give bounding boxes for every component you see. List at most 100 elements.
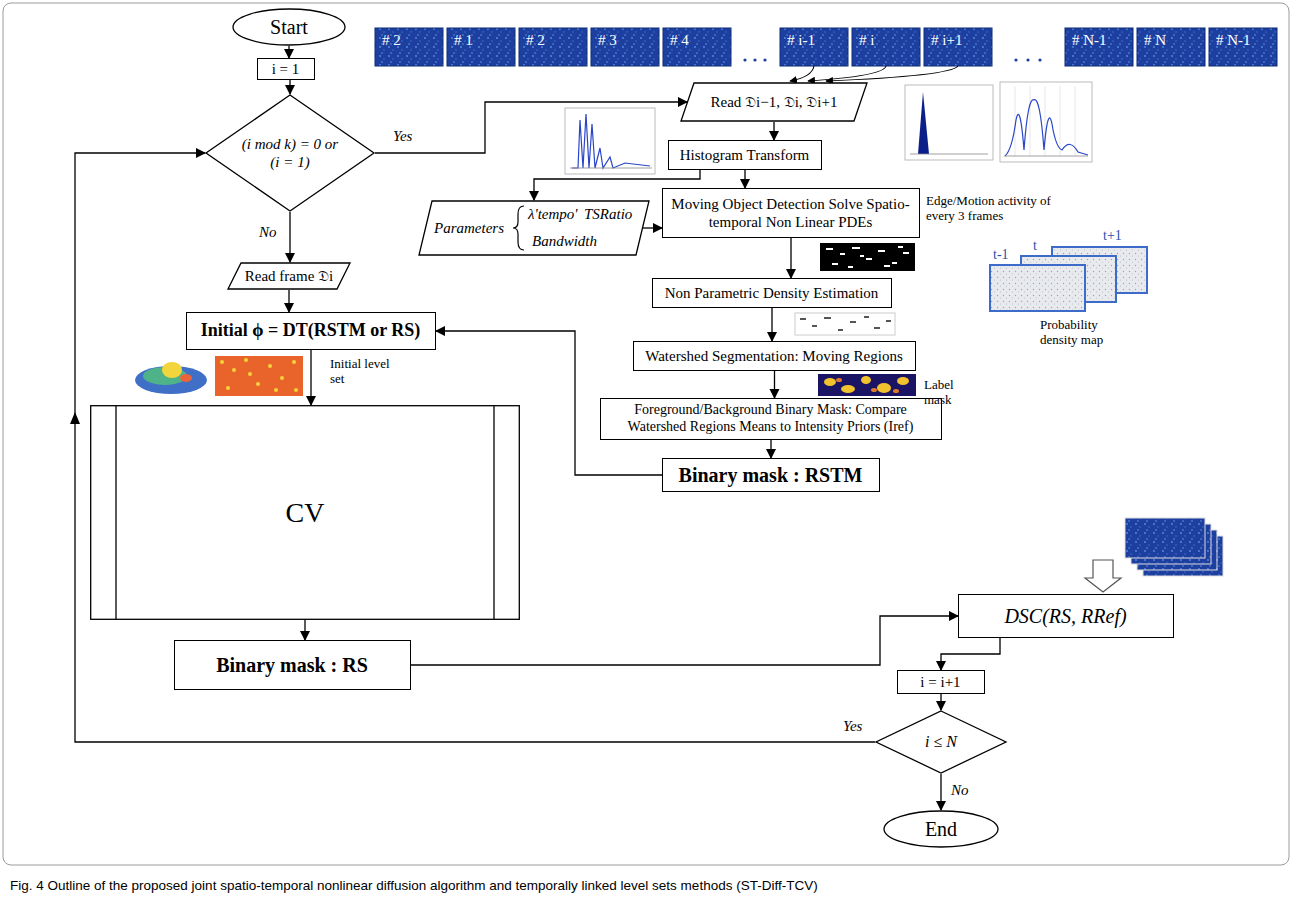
terminal-ellipse: End [883,810,999,848]
frame-time-label: t+1 [1103,228,1133,244]
node-label: Read frame 𝔇i [245,267,333,285]
flow-connector [288,46,289,58]
node-label: Non Parametric Density Estimation [665,284,879,302]
initial-level-set-image [215,356,303,396]
reference-frame-stack [1085,518,1223,592]
node-label: Histogram Transform [680,146,810,164]
frame-number: # 2 [526,32,584,49]
process-box: Watershed Segmentation: Moving Regions [633,341,916,371]
image-caption: Label mask [924,378,969,408]
node-label: Initial ϕ = DT(RSTM or RS) [201,320,421,342]
frame-time-label: t-1 [993,247,1019,263]
figure-caption: Fig. 4 Outline of the proposed joint spa… [10,878,1280,894]
node-text-area: Start [246,8,333,46]
flow-connector [940,774,941,810]
edge-label: Yes [842,718,863,735]
frame-number: # 2 [382,32,440,49]
node-label: Foreground/Background Binary Mask: Compa… [606,402,935,436]
node-label: CV [286,496,325,530]
predefined-process-box: CV [90,405,520,620]
flow-connector [411,616,958,665]
flow-connector [941,638,1000,670]
node-text-area: Non Parametric Density Estimation [658,279,885,306]
node-label: i = i+1 [920,673,960,691]
flow-connector [375,102,687,153]
histogram-plot [565,108,655,174]
node-text-area: Watershed Segmentation: Moving Regions [639,342,909,369]
edge-map-image [820,243,915,271]
flow-connector [774,371,775,398]
node-label: Parameters [434,219,504,237]
flow-connector [643,227,662,228]
node-label: i = 1 [272,60,300,78]
flow-connector [289,212,290,262]
io-parallelogram: Read 𝔇i−1, 𝔇i, 𝔇i+1 [680,82,868,122]
node-label: Start [270,15,308,39]
node-label: λ'tempo' [528,205,578,223]
node-text-area: Initial ϕ = DT(RSTM or RS) [192,313,429,348]
three-frame-stack [990,247,1147,311]
label-mask-image [818,374,916,396]
node-label: Watershed Segmentation: Moving Regions [645,347,903,365]
edge-label: No [258,224,278,241]
node-text-area: CV [122,405,488,620]
image-caption: Initial level set [330,357,402,387]
edge-label: Yes [392,128,413,145]
process-box: Foreground/Background Binary Mask: Compa… [600,398,942,440]
node-text-area: i = 1 [263,59,308,78]
histogram-plot [1000,82,1092,162]
flow-connector [770,440,771,458]
frame-number: # N-1 [1072,32,1130,49]
process-box: Initial ϕ = DT(RSTM or RS) [186,312,436,350]
frame-number: # i-1 [787,32,845,49]
image-caption: Edge/Motion activity of every 3 frames [926,194,1051,224]
io-parallelogram: Parameters λ'tempo' TSRatioBandwidth [418,200,650,256]
flow-connector [288,290,289,312]
figure-frame [3,3,1289,865]
process-box: DSC(RS, RRef) [958,594,1174,638]
frame-number: # 1 [454,32,512,49]
frame-pick-arrows [790,66,958,81]
flow-connector [771,308,772,341]
frame-number: # 4 [670,32,728,49]
process-box: Histogram Transform [668,140,822,170]
frame-number: # i+1 [931,32,989,49]
node-text-area: i = i+1 [903,671,978,692]
flow-connector [310,350,311,405]
node-label: TSRatio [584,205,632,223]
frame-number: # i [859,32,917,49]
process-box: Non Parametric Density Estimation [652,278,892,308]
frame-number: # 3 [598,32,656,49]
node-text-area: Read frame 𝔇i [244,262,334,290]
node-label: Binary mask : RS [216,653,368,677]
node-text-area: Binary mask : RS [180,641,404,688]
level-set-surface [135,362,207,394]
process-box: Moving Object Detection Solve Spatio-tem… [662,188,920,238]
image-caption: Probability density map [1040,318,1135,348]
histogram-plot [905,85,993,160]
node-label: Moving Object Detection Solve Spatio-tem… [668,195,913,231]
node-label: Read 𝔇i−1, 𝔇i, 𝔇i+1 [711,93,838,111]
node-text-area: Binary mask : RSTM [668,459,873,490]
frame-time-label: t [1033,238,1047,254]
flow-connector [744,170,745,188]
node-label: End [925,817,957,841]
flow-connector [940,694,941,710]
decision-diamond: i ≤ N [875,710,1007,774]
node-text-area: Read 𝔇i−1, 𝔇i, 𝔇i+1 [697,82,851,122]
node-label: Bandwidth [532,232,597,250]
flow-connector [75,153,875,742]
decision-diamond-outline [205,94,375,212]
io-parallelogram: Read frame 𝔇i [227,262,351,290]
node-text-area: i ≤ N [901,710,980,774]
flow-connector [790,238,791,278]
probability-map-image [795,313,895,335]
process-box: Binary mask : RSTM [662,458,880,492]
node-label: (i mod k) = 0 or (i = 1) [239,135,341,171]
process-box: i = 1 [257,58,315,80]
node-label: DSC(RS, RRef) [1004,604,1126,628]
process-box: i = i+1 [897,670,985,694]
terminal-ellipse: Start [232,8,346,46]
flow-connector [289,80,290,94]
node-label: i ≤ N [925,732,957,751]
